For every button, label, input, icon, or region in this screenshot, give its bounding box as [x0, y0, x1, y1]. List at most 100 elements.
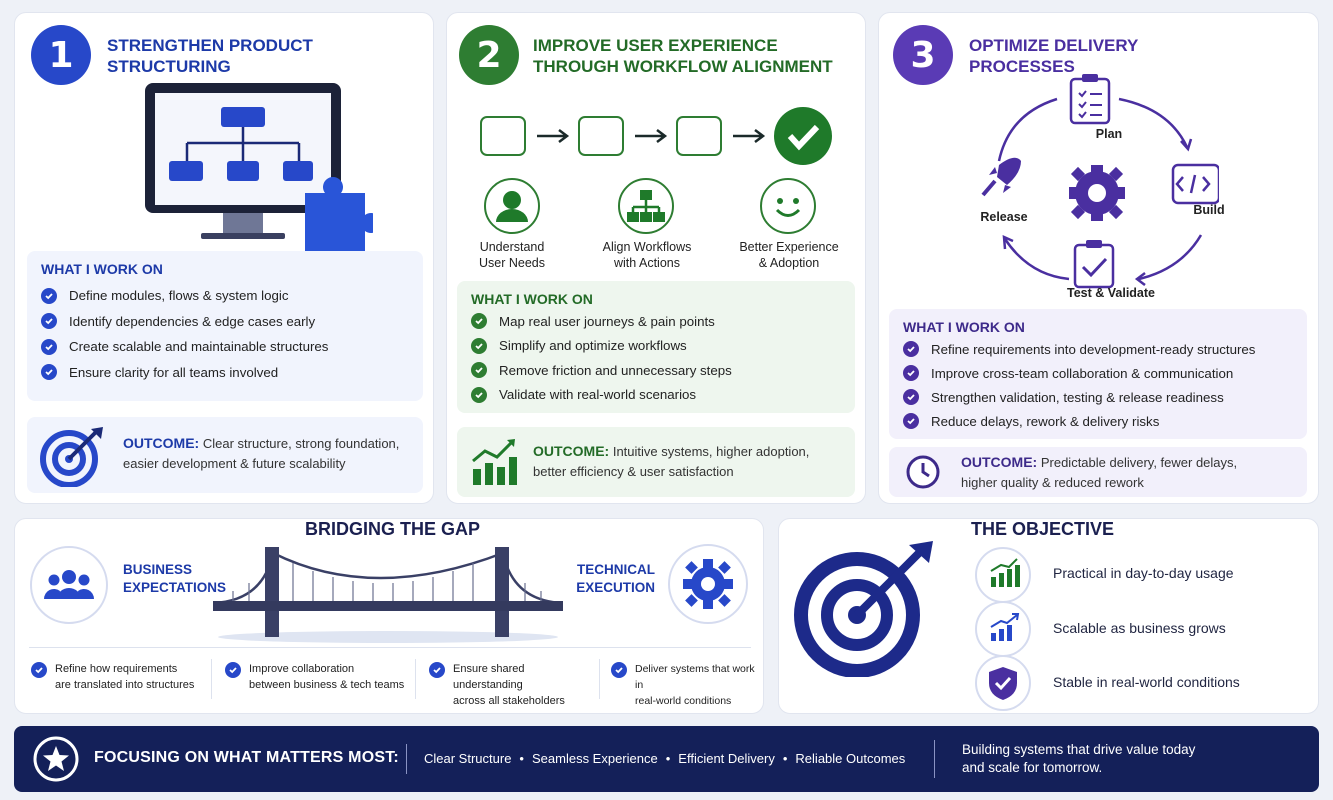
rocket-icon	[981, 157, 1021, 197]
bullet: •	[519, 751, 524, 766]
check-icon	[903, 341, 919, 357]
item-text: Improve cross-team collaboration & commu…	[931, 365, 1234, 381]
objective-item: Scalable as business grows	[1053, 620, 1226, 636]
list-item: Remove friction and unnecessary steps	[471, 358, 732, 383]
outcome-label: OUTCOME:	[123, 435, 200, 451]
bridging-gap-card: BRIDGING THE GAP BUSINESS EXPECTATIONS T…	[14, 518, 764, 714]
target-icon	[794, 541, 933, 677]
gear-icon	[1069, 165, 1125, 221]
check-icon	[41, 364, 57, 381]
check-icon	[903, 365, 919, 381]
check-icon	[41, 338, 57, 355]
divider	[211, 659, 212, 699]
clock-icon	[906, 455, 940, 489]
footer-point: Clear Structure	[424, 751, 512, 766]
card-product-structuring: 1 STRENGTHEN PRODUCT STRUCTURING WHAT I …	[14, 12, 434, 504]
list-item: Define modules, flows & system logic	[41, 283, 328, 309]
bridge-point-text: Improve collaboration between business &…	[249, 663, 405, 691]
divider	[29, 647, 751, 648]
item-text: Validate with real-world scenarios	[499, 387, 697, 403]
outcome-body: Predictable delivery, fewer delays, high…	[961, 455, 1238, 490]
list-item: Ensure clarity for all teams involved	[41, 360, 328, 386]
bar-chart-icon	[975, 547, 1031, 603]
target-icon	[40, 427, 103, 487]
bridge-point-text: Deliver systems that work in real-world …	[635, 663, 755, 707]
cycle-plan-label: Plan	[1095, 127, 1123, 141]
item-text: Strengthen validation, testing & release…	[931, 389, 1224, 405]
work-on-box: WHAT I WORK ON Define modules, flows & s…	[27, 251, 423, 401]
list-item: Identify dependencies & edge cases early	[41, 309, 328, 335]
outcome-box: OUTCOME: Intuitive systems, higher adopt…	[457, 427, 855, 497]
work-on-box: WHAT I WORK ON Map real user journeys & …	[457, 281, 855, 413]
code-icon	[1171, 163, 1219, 205]
item-text: Map real user journeys & pain points	[499, 313, 715, 329]
list-item: Reduce delays, rework & delivery risks	[903, 409, 1255, 433]
item-text: Reduce delays, rework & delivery risks	[931, 413, 1160, 429]
item-text: Ensure clarity for all teams involved	[69, 364, 279, 380]
monitor-icon	[145, 83, 373, 253]
growth-chart-icon	[472, 439, 517, 485]
user-icon	[484, 178, 540, 234]
star-icon	[33, 736, 79, 782]
footer-point: Seamless Experience	[531, 751, 658, 766]
item-text: Identify dependencies & edge cases early	[69, 313, 316, 329]
card-title: OPTIMIZE DELIVERY PROCESSES	[969, 36, 1139, 76]
check-icon	[429, 662, 445, 678]
check-icon	[471, 313, 487, 330]
bullet: •	[665, 751, 671, 766]
check-icon	[611, 662, 627, 678]
item-text: Create scalable and maintainable structu…	[69, 339, 329, 355]
step-number-3: 3	[893, 25, 953, 85]
divider	[415, 659, 416, 699]
check-icon	[903, 413, 919, 429]
step-label: Better Experience & Adoption	[739, 240, 839, 270]
footer-point: Reliable Outcomes	[795, 751, 906, 766]
flowchart-icon	[169, 107, 313, 181]
check-icon	[471, 386, 487, 403]
work-on-box: WHAT I WORK ON Refine requirements into …	[889, 309, 1307, 439]
hierarchy-icon	[618, 178, 674, 234]
outcome-text: OUTCOME: Clear structure, strong foundat…	[123, 433, 413, 474]
list-item: Validate with real-world scenarios	[471, 383, 732, 408]
footer-tagline: Building systems that drive value today …	[962, 742, 1196, 775]
people-icon	[30, 546, 108, 624]
check-icon	[41, 287, 57, 304]
bridge-point-text: Refine how requirements are translated i…	[55, 663, 195, 691]
item-text: Remove friction and unnecessary steps	[499, 362, 732, 378]
section-title: THE OBJECTIVE	[971, 519, 1115, 539]
check-icon	[31, 662, 47, 678]
objective-card: THE OBJECTIVE Practical in day-to-day us…	[778, 518, 1319, 714]
trend-chart-icon	[975, 601, 1031, 657]
bridge-point-text: Ensure shared understanding across all s…	[453, 663, 565, 707]
item-text: Define modules, flows & system logic	[69, 288, 289, 304]
footer-points: Clear Structure • Seamless Experience • …	[424, 751, 905, 766]
outcome-label: OUTCOME:	[961, 454, 1038, 470]
clipboard-icon	[1069, 74, 1111, 125]
section-title: BRIDGING THE GAP	[305, 519, 481, 539]
puzzle-icon	[305, 177, 373, 253]
check-icon	[225, 662, 241, 678]
outcome-text: OUTCOME: Predictable delivery, fewer del…	[961, 452, 1261, 493]
list-item: Create scalable and maintainable structu…	[41, 334, 328, 360]
check-icon	[471, 362, 487, 379]
step-label: Understand User Needs	[479, 240, 545, 270]
outcome-box: OUTCOME: Clear structure, strong foundat…	[27, 417, 423, 493]
check-icon	[471, 337, 487, 354]
step-number-2: 2	[459, 25, 519, 85]
gear-icon	[668, 544, 748, 624]
cycle-test-label: Test & Validate	[1067, 286, 1155, 300]
check-icon	[903, 389, 919, 405]
divider	[934, 740, 935, 778]
divider	[599, 659, 600, 699]
card-user-experience: 2 IMPROVE USER EXPERIENCE THROUGH WORKFL…	[446, 12, 866, 504]
clipboard-check-icon	[1073, 240, 1115, 289]
footer-banner: FOCUSING ON WHAT MATTERS MOST: Clear Str…	[14, 726, 1319, 792]
workflow-steps-diagram	[480, 107, 832, 165]
bridge-icon	[213, 547, 563, 643]
card-title: IMPROVE USER EXPERIENCE THROUGH WORKFLOW…	[533, 36, 833, 76]
cycle-build-label: Build	[1193, 203, 1225, 217]
outcome-body: Intuitive systems, higher adoption, bett…	[533, 444, 810, 479]
delivery-cycle-diagram	[981, 74, 1219, 289]
footer-point: Efficient Delivery	[678, 751, 775, 766]
outcome-text: OUTCOME: Intuitive systems, higher adopt…	[533, 441, 843, 482]
